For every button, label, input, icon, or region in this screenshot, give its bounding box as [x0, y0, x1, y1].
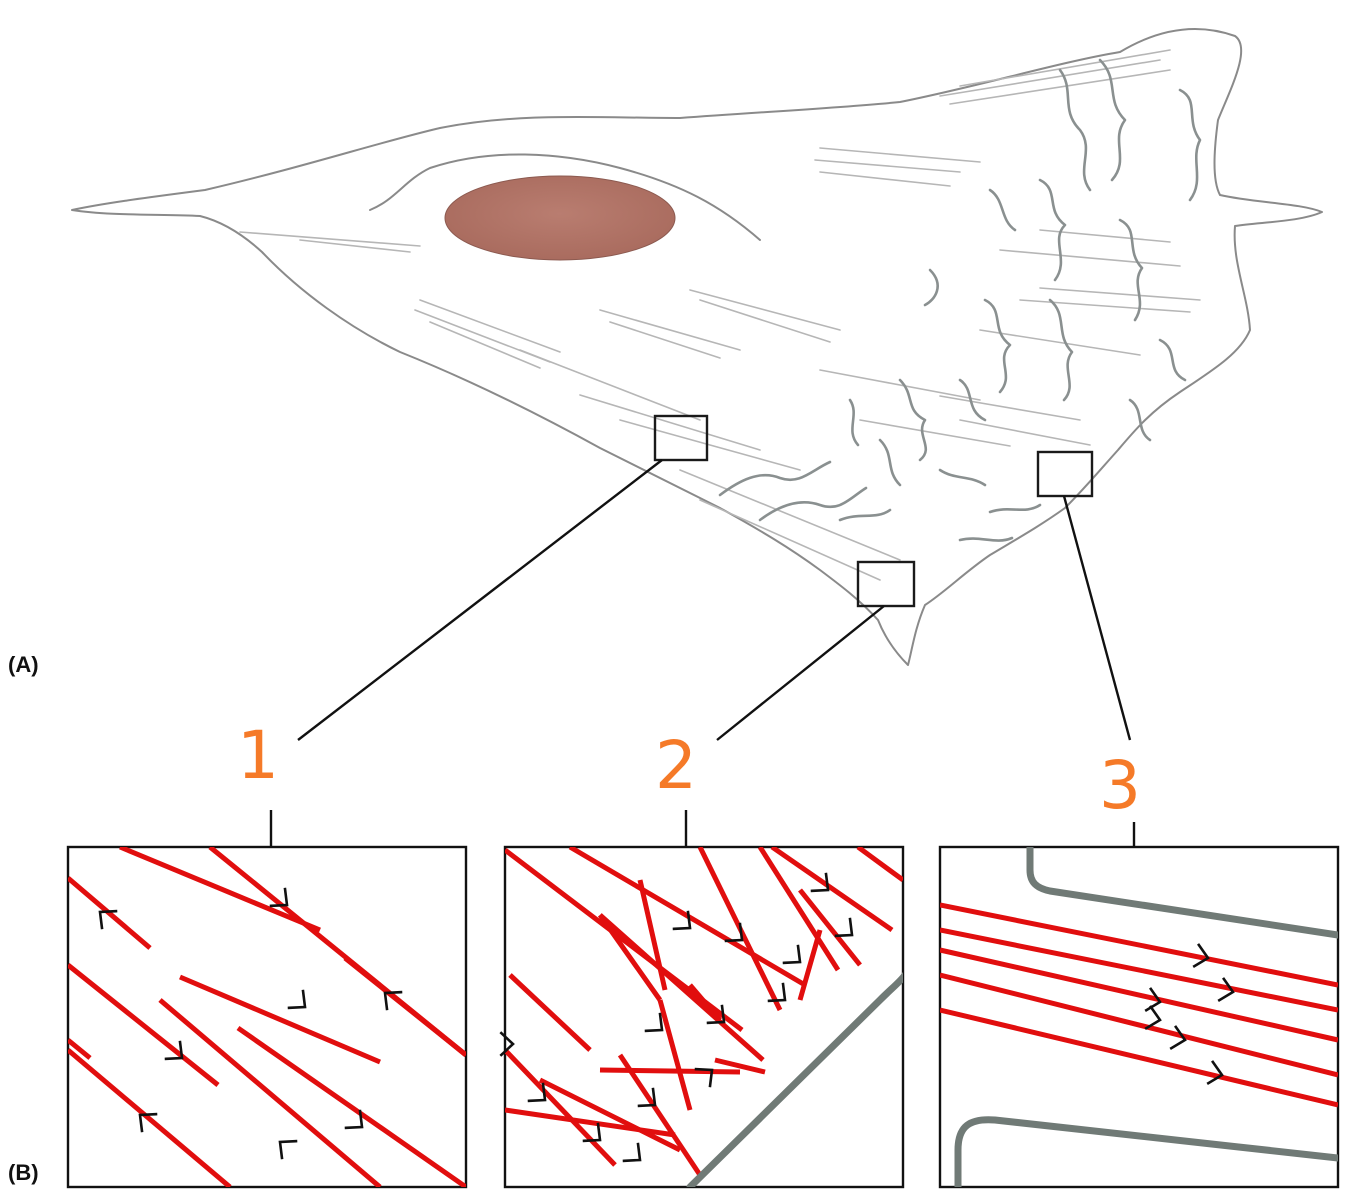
leader-line-3 [1062, 495, 1132, 741]
actin-filament [68, 876, 152, 950]
actin-filament [856, 847, 903, 883]
actin-filament [68, 1048, 232, 1187]
inset-frame-1 [66, 845, 468, 1189]
polarity-marker-icon [582, 1122, 602, 1143]
membrane-edge-3-top [1026, 847, 1338, 939]
region-number-3: 3 [1099, 747, 1141, 824]
inset-panel-3 [938, 845, 1340, 1189]
region-number-1: 1 [237, 717, 279, 794]
polarity-marker-icon [278, 1139, 298, 1160]
leader-line-2 [716, 605, 885, 741]
actin-filament [940, 1007, 1338, 1108]
zoom-box-1 [653, 414, 709, 462]
actin-filaments-3 [940, 902, 1338, 1108]
nuclear-envelope-arc [369, 153, 761, 241]
polarity-markers-3 [1144, 943, 1235, 1086]
membrane-edge-2 [686, 972, 903, 1187]
cell-illustration [71, 28, 1323, 741]
polarity-marker-icon [724, 922, 744, 943]
actin-filament [505, 1048, 617, 1167]
inset-frame-2 [503, 845, 905, 1189]
actin-filament [797, 929, 823, 1001]
actin-filament [714, 1057, 766, 1075]
actin-filament [119, 847, 321, 933]
polarity-marker-icon [834, 917, 854, 938]
membrane-edge-3-bottom [954, 1116, 1338, 1187]
polarity-markers-2 [499, 872, 854, 1163]
actin-filament [757, 847, 841, 972]
actin-filament [770, 847, 894, 933]
polarity-marker-icon [810, 872, 830, 893]
stress-fibers [239, 49, 1201, 581]
polarity-marker-icon [644, 1012, 664, 1033]
actin-filament [68, 1038, 92, 1060]
region-number-2: 2 [655, 727, 697, 804]
polarity-marker-icon [694, 1067, 714, 1088]
polarity-marker-icon [1206, 1060, 1224, 1086]
actin-filament [657, 999, 693, 1111]
polarity-marker-icon [1144, 1005, 1162, 1031]
actin-filament [236, 1025, 466, 1187]
polarity-marker-icon [706, 1004, 726, 1025]
polarity-marker-icon [383, 990, 403, 1011]
lamellipodia-wavy-edges [718, 58, 1202, 542]
polarity-marker-icon [622, 1142, 642, 1163]
actin-filament [179, 974, 381, 1065]
actin-filament [688, 983, 722, 1022]
actin-filament [940, 902, 1338, 988]
polarity-marker-icon [344, 1109, 364, 1130]
nucleus [444, 175, 676, 261]
actin-filament [597, 913, 663, 1002]
polarity-marker-icon [767, 982, 787, 1003]
polarity-marker-icon [269, 887, 289, 908]
polarity-marker-icon [164, 1040, 184, 1061]
actin-filament [508, 973, 592, 1052]
polarity-marker-icon [138, 1112, 158, 1133]
actin-filament [940, 947, 1338, 1043]
actin-filament [637, 879, 668, 991]
polarity-marker-icon [1217, 977, 1235, 1003]
polarity-marker-icon [672, 910, 692, 931]
polarity-marker-icon [98, 909, 118, 930]
actin-filament [617, 1053, 703, 1177]
actin-filaments-1 [68, 847, 466, 1187]
polarity-marker-icon [782, 944, 802, 965]
cell-membrane-outline [71, 28, 1323, 666]
actin-filament [158, 998, 382, 1187]
actin-filament [599, 1067, 741, 1075]
polarity-marker-icon [527, 1082, 547, 1103]
actin-filament [68, 963, 220, 1087]
panel-a-label: (A) [8, 652, 39, 677]
inset-panel-2 [499, 845, 905, 1189]
polarity-markers-1 [98, 887, 403, 1160]
polarity-marker-icon [1169, 1025, 1187, 1051]
actin-filament [505, 1107, 676, 1138]
actin-filament [343, 956, 466, 1057]
actin-filament [538, 1077, 682, 1153]
polarity-marker-icon [1192, 943, 1210, 969]
leader-line-1 [297, 459, 663, 741]
polarity-marker-icon [637, 1087, 657, 1108]
polarity-marker-icon [287, 989, 307, 1010]
panel-b-label: (B) [8, 1160, 39, 1185]
zoom-box-2 [856, 560, 916, 608]
actin-filament [598, 913, 765, 1062]
actin-filament [940, 927, 1338, 1013]
polarity-marker-icon [499, 1031, 515, 1057]
actin-filament [940, 972, 1338, 1078]
inset-panel-1 [66, 845, 468, 1189]
actin-filament [798, 888, 862, 967]
